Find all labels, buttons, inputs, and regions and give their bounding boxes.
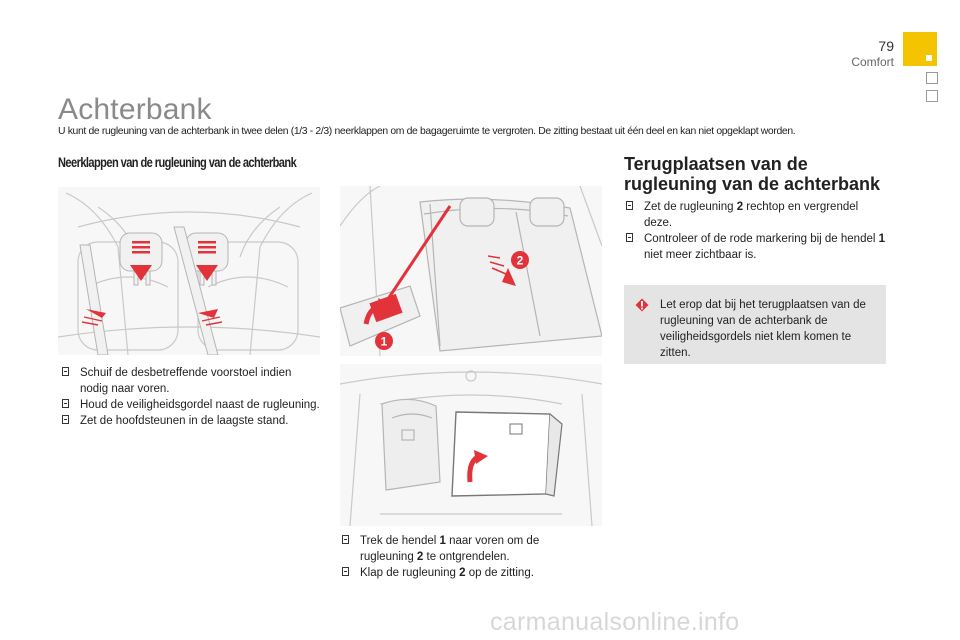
chapter-tab[interactable] xyxy=(926,72,938,84)
restore-steps-list: Zet de rugleuning 2 rechtop en vergrende… xyxy=(624,199,886,263)
warning-text: Let erop dat bij het terugplaatsen van d… xyxy=(660,299,866,359)
list-item: Schuif de desbetreffende voorstoel indie… xyxy=(60,365,322,397)
watermark: carmanualsonline.info xyxy=(490,608,740,636)
checkbox-bullet-icon xyxy=(62,415,69,424)
checkbox-bullet-icon xyxy=(62,399,69,408)
callout-backrest-number: 2 xyxy=(517,254,524,268)
intro-text: U kunt de rugleuning van de achterbank i… xyxy=(58,126,796,137)
rear-seat-headrests-illustration xyxy=(58,187,320,355)
list-item: Controleer of de rode markering bij de h… xyxy=(624,231,886,263)
fold-section-heading: Neerklappen van de rugleuning van de ach… xyxy=(58,155,297,170)
checkbox-bullet-icon xyxy=(342,535,349,544)
fold-steps-list: Schuif de desbetreffende voorstoel indie… xyxy=(60,365,322,429)
checkbox-bullet-icon xyxy=(62,367,69,376)
warning-notice: Let erop dat bij het terugplaatsen van d… xyxy=(624,285,886,364)
checkbox-bullet-icon xyxy=(626,201,633,210)
chapter-tab-active[interactable] xyxy=(903,32,937,66)
list-item: Trek de hendel 1 naar voren om de rugleu… xyxy=(340,533,590,565)
checkbox-bullet-icon xyxy=(342,567,349,576)
callout-lever-number: 1 xyxy=(381,335,388,349)
folded-seat-illustration xyxy=(340,364,602,526)
list-item: Zet de hoofdsteunen in de laagste stand. xyxy=(60,413,322,429)
section-label: Comfort xyxy=(851,55,894,69)
chapter-tab[interactable] xyxy=(926,90,938,102)
list-item: Houd de veiligheidsgordel naast de rugle… xyxy=(60,397,322,413)
checkbox-bullet-icon xyxy=(626,233,633,242)
page-title: Achterbank xyxy=(58,93,212,126)
list-item: Zet de rugleuning 2 rechtop en vergrende… xyxy=(624,199,886,231)
unlock-steps-list: Trek de hendel 1 naar voren om de rugleu… xyxy=(340,533,590,581)
warning-icon xyxy=(635,298,649,312)
tab-marker-icon xyxy=(926,55,932,61)
restore-section-heading: Terugplaatsen van de rugleuning van de a… xyxy=(624,154,881,194)
page-number: 79 xyxy=(878,38,894,54)
backrest-lever-illustration: 2 1 xyxy=(340,186,602,356)
list-item: Klap de rugleuning 2 op de zitting. xyxy=(340,565,590,581)
